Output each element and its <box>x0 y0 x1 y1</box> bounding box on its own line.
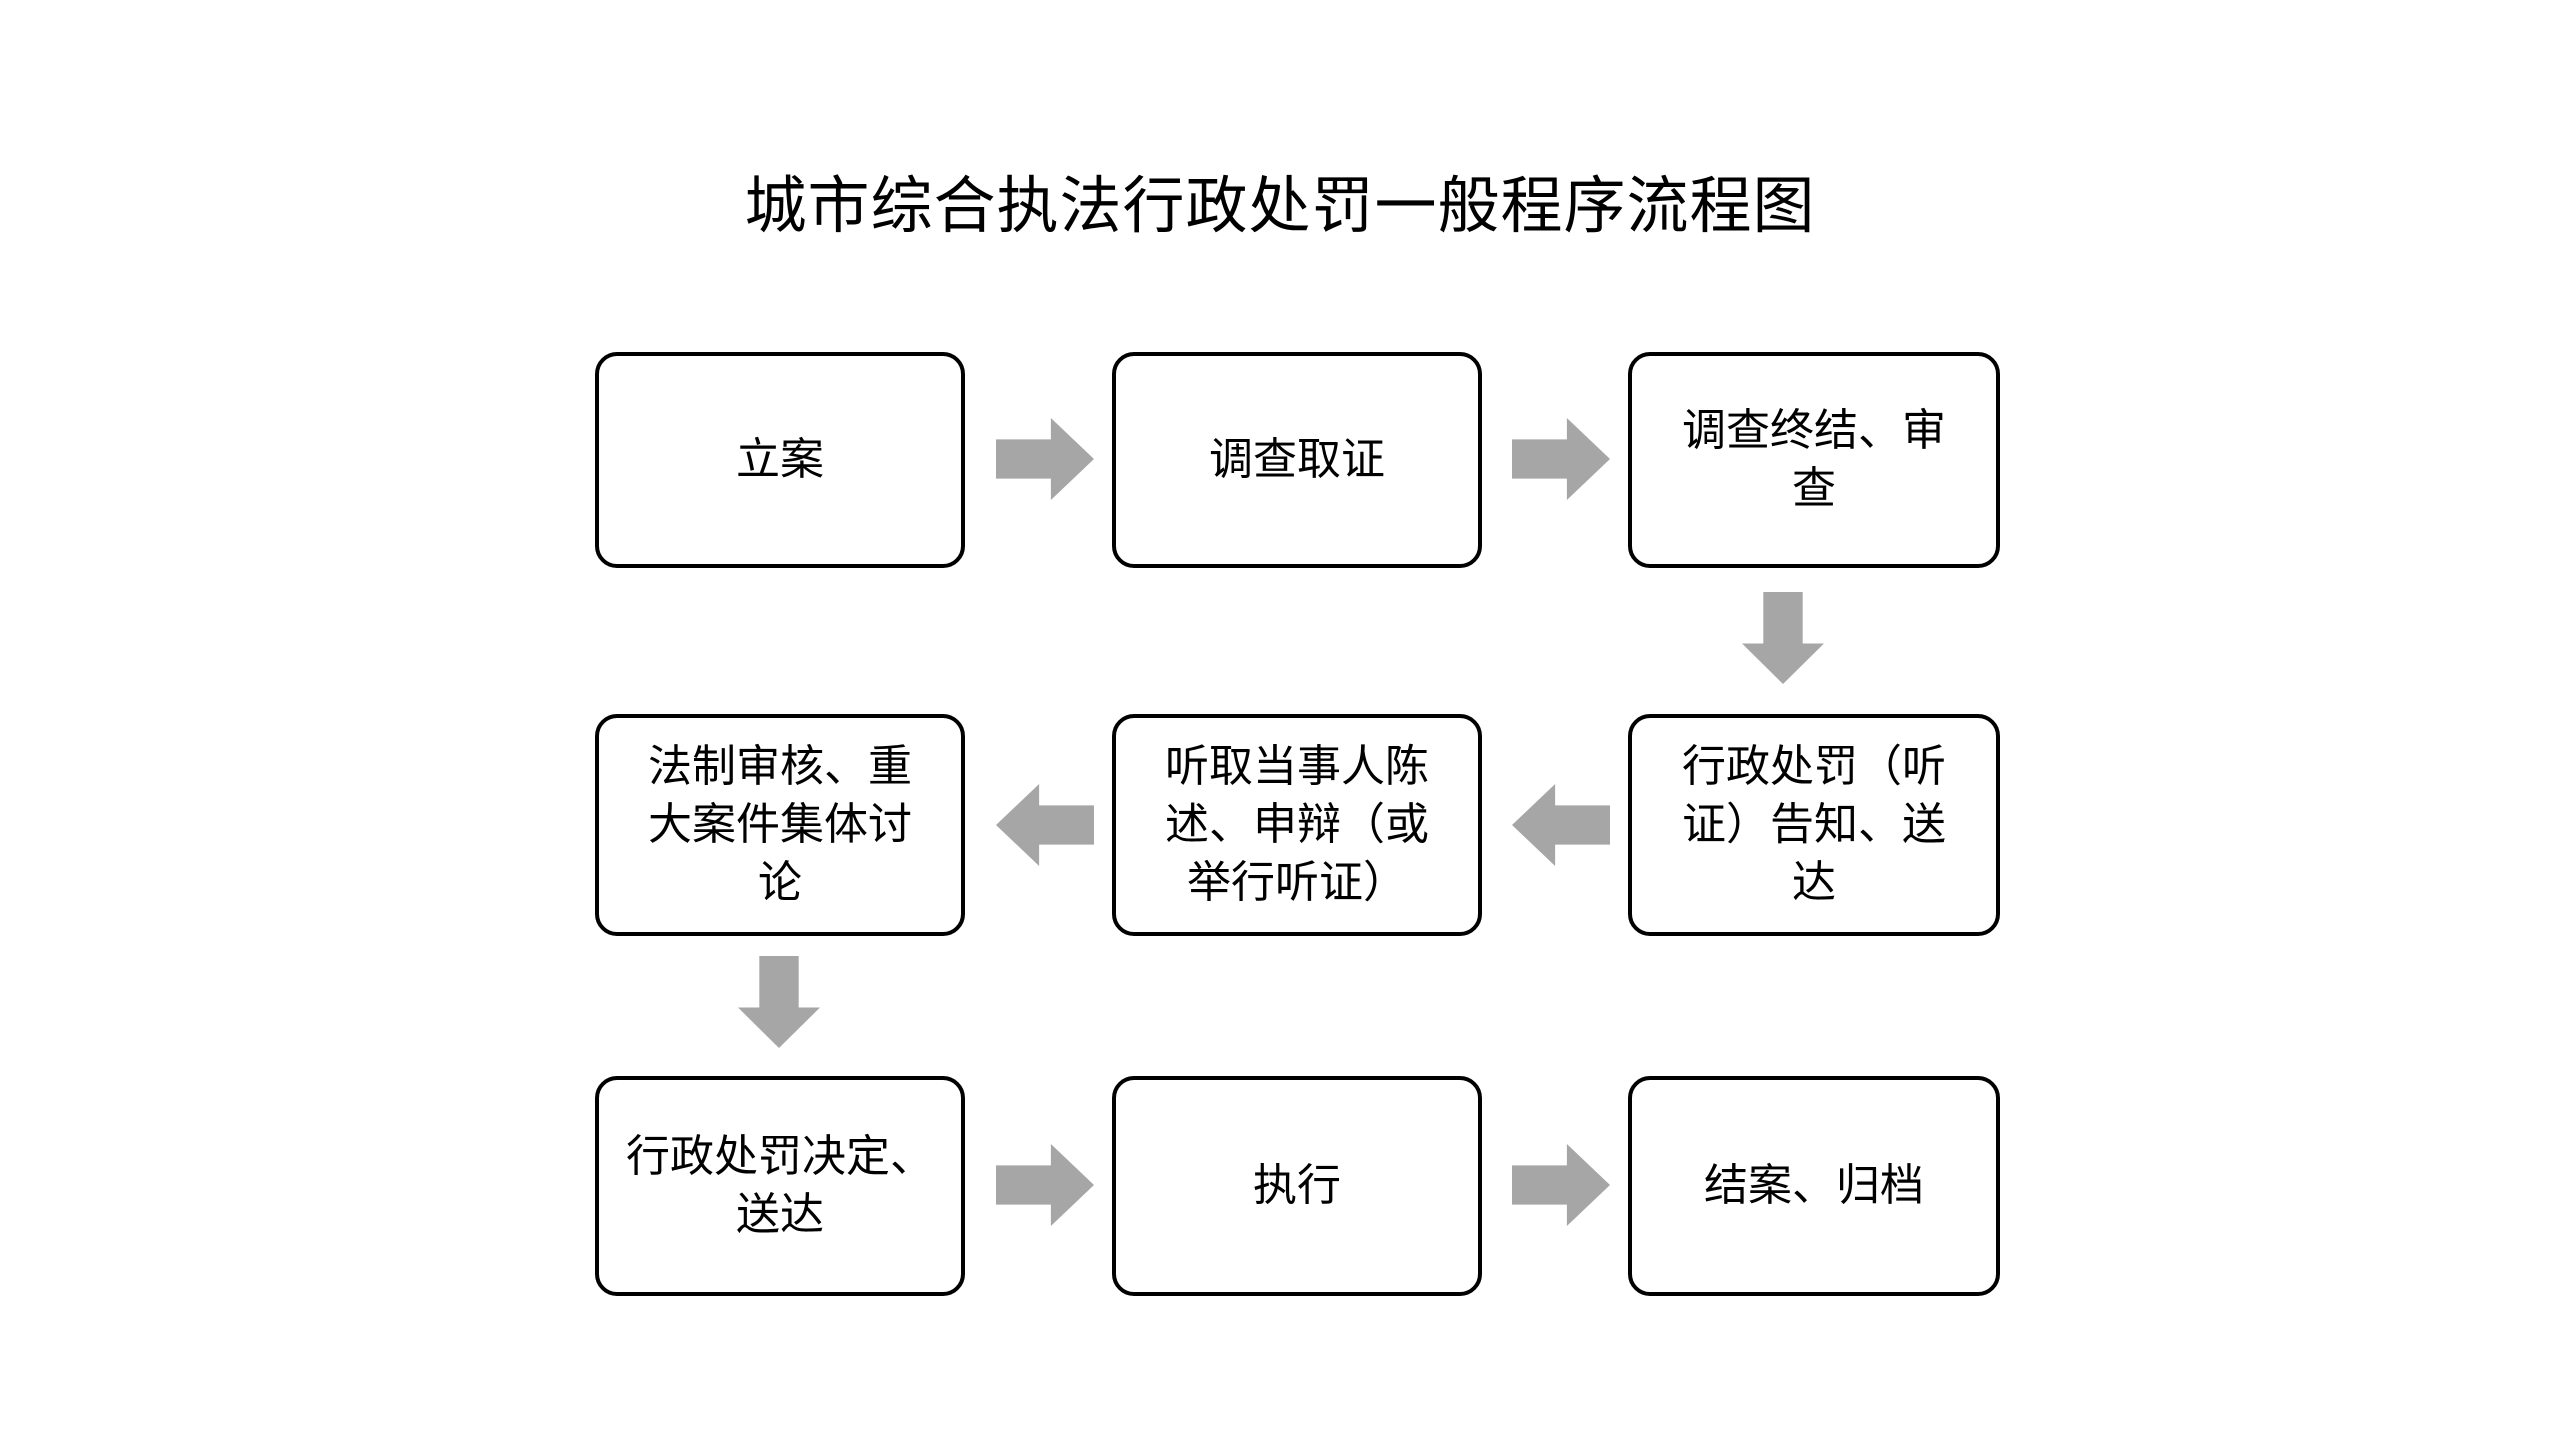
arrow-left-icon <box>996 784 1094 866</box>
flow-node-label: 行政处罚（听 证）告知、送 达 <box>1682 741 1946 908</box>
flow-node-investigation[interactable]: 调查取证 <box>1112 352 1482 568</box>
arrow-left-icon <box>1512 784 1610 866</box>
flow-node-lian[interactable]: 立案 <box>595 352 965 568</box>
flow-node-legal-review[interactable]: 法制审核、重 大案件集体讨 论 <box>595 714 965 936</box>
arrow-down-icon <box>738 956 820 1048</box>
arrow-right-icon <box>1512 418 1610 500</box>
flow-node-penalty-notice[interactable]: 行政处罚（听 证）告知、送 达 <box>1628 714 2000 936</box>
arrow-right-icon <box>996 418 1094 500</box>
flow-node-label: 调查终结、审 查 <box>1682 405 1946 514</box>
flow-node-investigation-conclusion[interactable]: 调查终结、审 查 <box>1628 352 2000 568</box>
flow-node-label: 听取当事人陈 述、申辩（或 举行听证） <box>1165 741 1429 908</box>
flow-node-label: 立案 <box>736 434 824 485</box>
arrow-right-icon <box>1512 1144 1610 1226</box>
flow-node-label: 执行 <box>1253 1160 1341 1211</box>
flow-node-case-closure[interactable]: 结案、归档 <box>1628 1076 2000 1296</box>
page-title: 城市综合执法行政处罚一般程序流程图 <box>744 169 1816 242</box>
arrow-right-icon <box>996 1144 1094 1226</box>
flow-node-label: 调查取证 <box>1209 434 1385 485</box>
flow-node-hearing-statement[interactable]: 听取当事人陈 述、申辩（或 举行听证） <box>1112 714 1482 936</box>
arrow-down-icon <box>1742 592 1824 684</box>
flow-node-label: 法制审核、重 大案件集体讨 论 <box>648 741 912 908</box>
flow-node-execution[interactable]: 执行 <box>1112 1076 1482 1296</box>
flow-node-label: 结案、归档 <box>1704 1160 1924 1211</box>
flow-node-penalty-decision[interactable]: 行政处罚决定、 送达 <box>595 1076 965 1296</box>
flow-node-label: 行政处罚决定、 送达 <box>626 1131 934 1240</box>
